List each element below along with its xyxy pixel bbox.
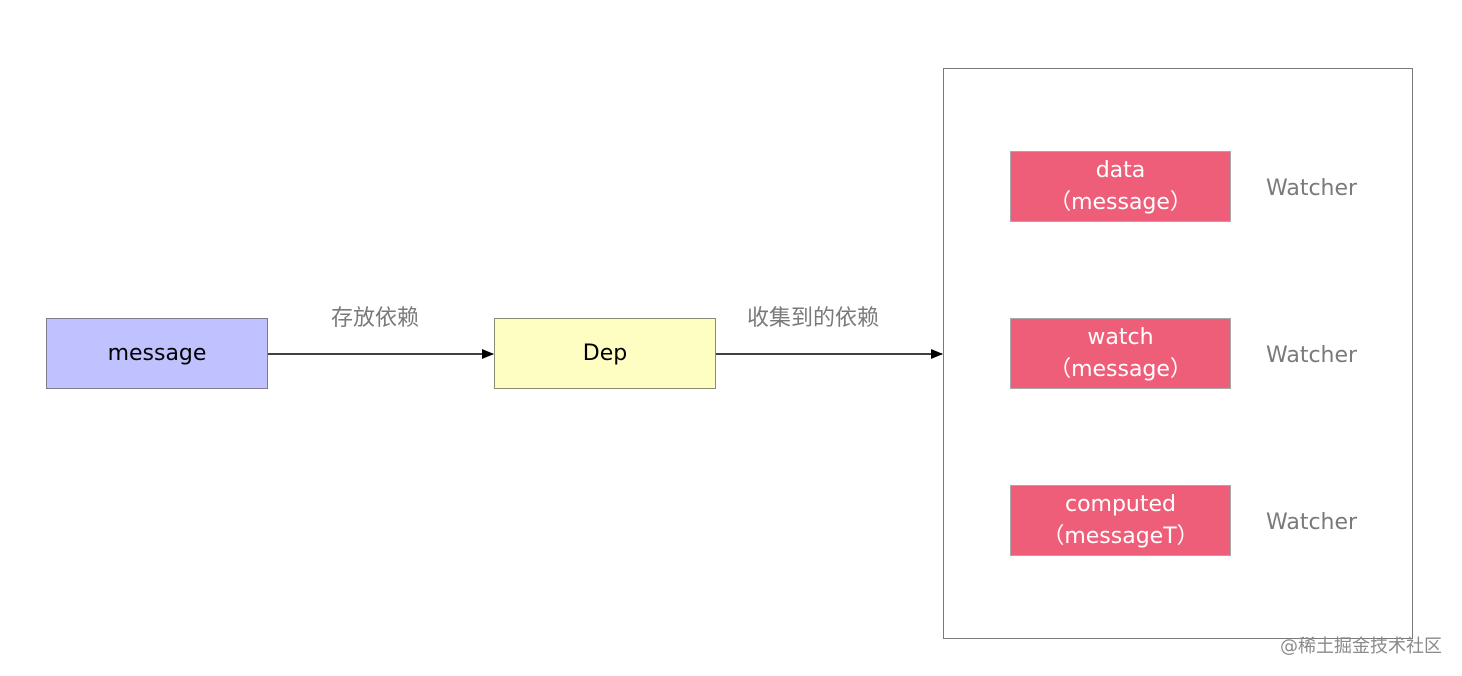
watcher-box-data-line2: （message） bbox=[1049, 189, 1192, 215]
watcher-box-watch-line2: （message） bbox=[1049, 356, 1192, 382]
watcher-box-data-line1: data bbox=[1095, 157, 1146, 183]
watcher-box-watch: watch （message） bbox=[1010, 318, 1231, 389]
message-node: message bbox=[46, 318, 268, 389]
edge-label-collected: 收集到的依赖 bbox=[747, 306, 880, 331]
watcher-box-data: data （message） bbox=[1010, 151, 1231, 222]
watcher-tag-data: Watcher bbox=[1266, 176, 1358, 201]
watermark: @稀土掘金技术社区 bbox=[1280, 636, 1442, 657]
dep-node-label: Dep bbox=[582, 340, 628, 366]
edge-label-store: 存放依赖 bbox=[331, 306, 420, 331]
watcher-tag-watch: Watcher bbox=[1266, 343, 1358, 368]
watcher-box-computed-line2: （messageT） bbox=[1042, 523, 1199, 549]
watcher-tag-computed: Watcher bbox=[1266, 510, 1358, 535]
watcher-container: data （message） Watcher watch （message） W… bbox=[943, 68, 1413, 639]
dep-node: Dep bbox=[494, 318, 716, 389]
watcher-box-computed: computed （messageT） bbox=[1010, 485, 1231, 556]
message-node-label: message bbox=[107, 340, 207, 366]
watcher-box-watch-line1: watch bbox=[1087, 324, 1154, 350]
watcher-box-computed-line1: computed bbox=[1064, 491, 1177, 517]
